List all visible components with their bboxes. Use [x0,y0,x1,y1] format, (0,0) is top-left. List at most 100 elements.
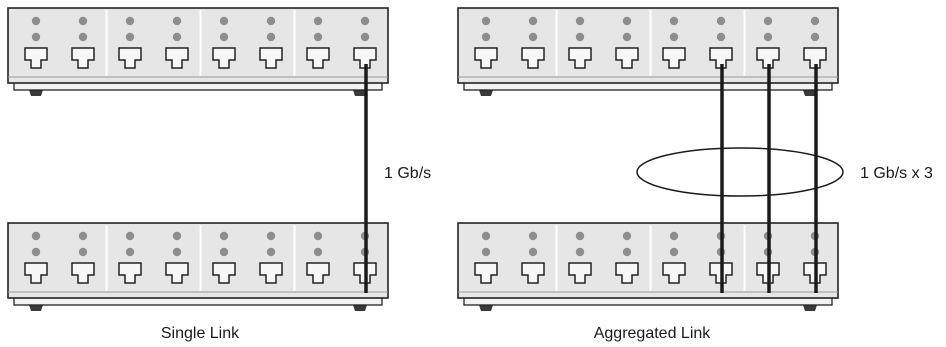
status-led [481,16,491,26]
ethernet-port [71,47,95,69]
ethernet-port [259,262,283,284]
status-led [125,247,135,257]
status-led [575,32,585,42]
status-led [172,231,182,241]
top-switch [7,7,389,96]
status-led [810,16,820,26]
status-led [31,247,41,257]
status-led [622,16,632,26]
ethernet-port [353,47,377,69]
status-led [622,32,632,42]
status-led [78,16,88,26]
link-speed-label: 1 Gb/s [384,165,431,182]
status-led [78,32,88,42]
status-led [669,247,679,257]
status-led [219,247,229,257]
ethernet-port [306,47,330,69]
status-led [575,231,585,241]
status-led [219,16,229,26]
top-switch [457,7,839,96]
status-led [313,247,323,257]
switch-body [457,7,839,84]
ethernet-port [259,47,283,69]
status-led [172,16,182,26]
diagram-caption: Aggregated Link [594,325,712,342]
status-led [31,32,41,42]
status-led [31,231,41,241]
status-led [575,16,585,26]
ethernet-port [803,47,827,69]
bottom-switch [7,222,389,311]
status-led [266,231,276,241]
status-led [810,32,820,42]
ethernet-port [568,262,592,284]
status-led [716,32,726,42]
status-led [622,247,632,257]
switch-body [7,222,389,299]
cable-group [720,64,818,293]
status-led [763,32,773,42]
ethernet-port [615,262,639,284]
ethernet-port [71,262,95,284]
ethernet-port [615,47,639,69]
ethernet-port [24,47,48,69]
ethernet-port [521,262,545,284]
ethernet-port [165,262,189,284]
bottom-switch [457,222,839,311]
status-led [481,32,491,42]
ethernet-port [212,262,236,284]
status-led [360,16,370,26]
diagram-caption: Single Link [161,325,240,342]
ethernet-port [118,47,142,69]
status-led [78,231,88,241]
status-led [172,247,182,257]
status-led [528,247,538,257]
status-led [528,32,538,42]
status-led [528,231,538,241]
status-led [219,231,229,241]
status-led [219,32,229,42]
link-speed-label: 1 Gb/s x 3 [860,165,933,182]
status-led [172,32,182,42]
status-led [31,16,41,26]
ethernet-port [709,47,733,69]
status-led [716,16,726,26]
ethernet-port [756,47,780,69]
status-led [481,231,491,241]
status-led [266,247,276,257]
status-led [360,32,370,42]
aggregation-ellipse [636,147,844,197]
status-led [575,247,585,257]
status-led [481,247,491,257]
switch-body [457,222,839,299]
status-led [78,247,88,257]
status-led [125,16,135,26]
aggregated-link-diagram: 1 Gb/s x 3 Aggregated Link [457,7,933,342]
ethernet-port [165,47,189,69]
ethernet-port [24,262,48,284]
switch-body [7,7,389,84]
status-led [622,231,632,241]
status-led [125,32,135,42]
ethernet-port [306,262,330,284]
ethernet-port [662,262,686,284]
ethernet-port [474,262,498,284]
ethernet-port [662,47,686,69]
status-led [669,231,679,241]
status-led [528,16,538,26]
ethernet-port [568,47,592,69]
status-led [313,231,323,241]
status-led [266,16,276,26]
status-led [313,16,323,26]
ethernet-port [118,262,142,284]
status-led [125,231,135,241]
ethernet-port [521,47,545,69]
ethernet-port [474,47,498,69]
status-led [266,32,276,42]
status-led [669,16,679,26]
single-link-diagram: 1 Gb/s Single Link [7,7,431,342]
status-led [669,32,679,42]
status-led [313,32,323,42]
status-led [763,16,773,26]
